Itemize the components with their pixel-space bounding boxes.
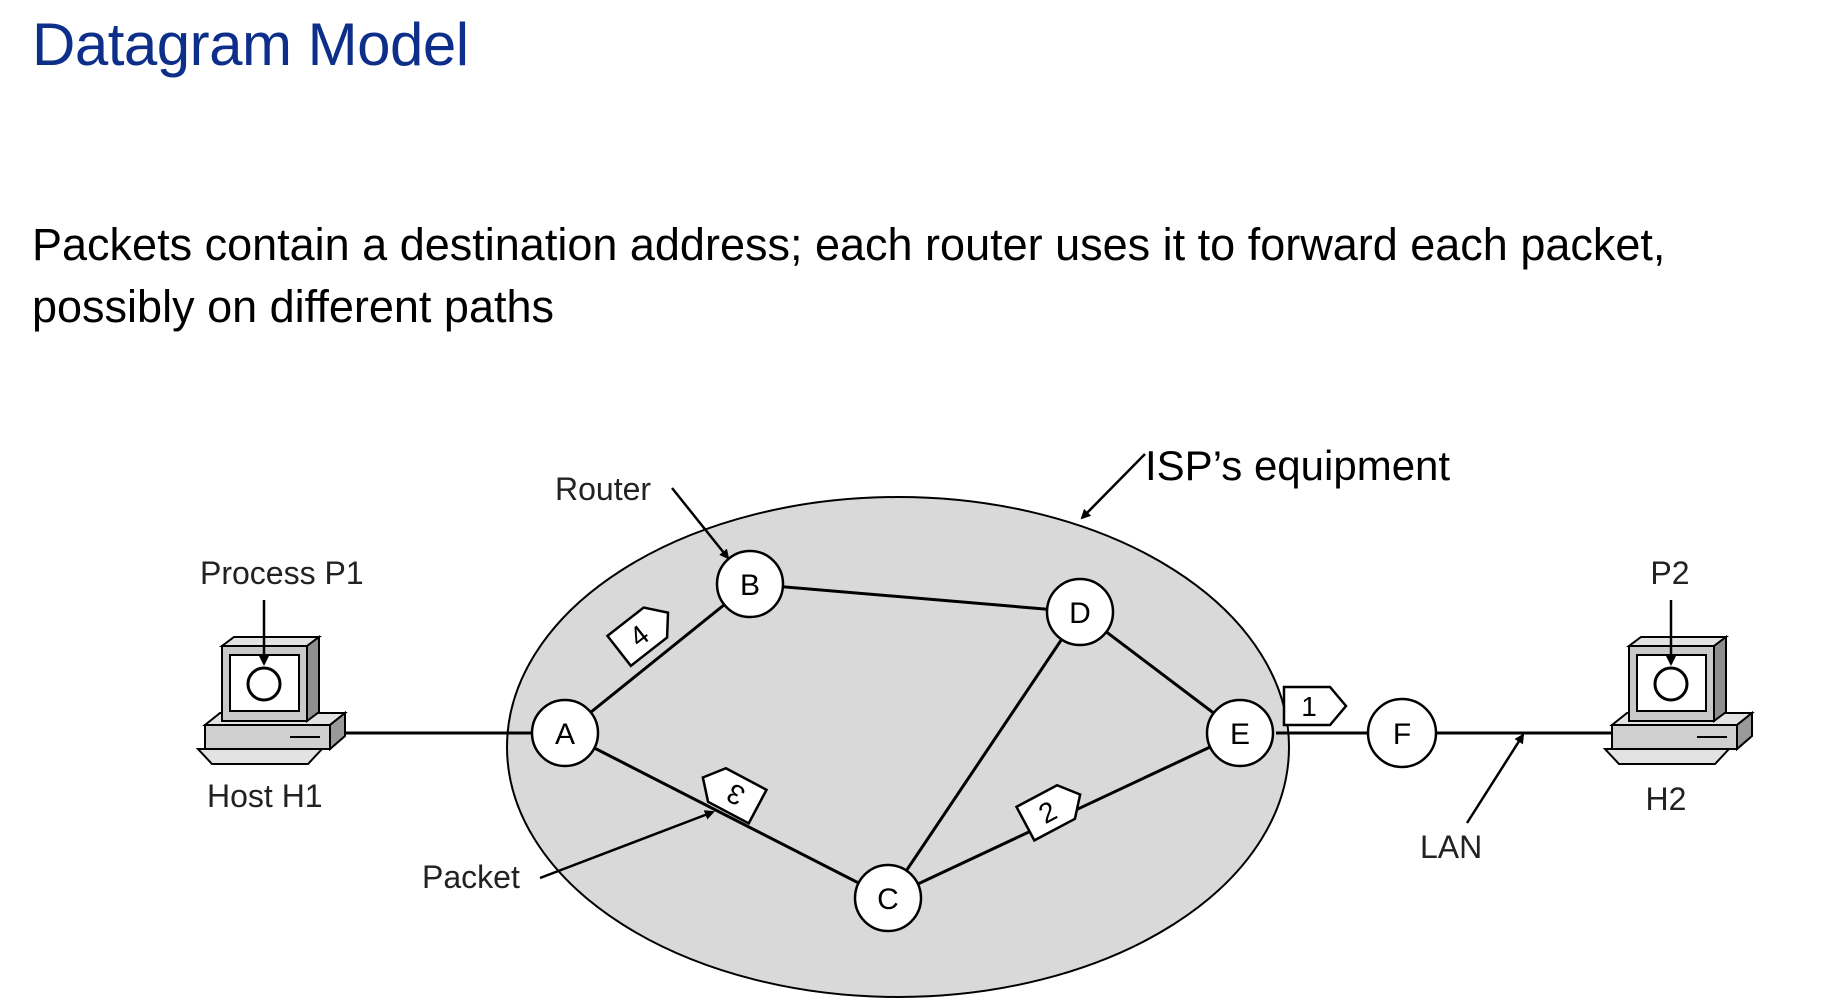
link-a-c <box>564 731 889 900</box>
router-d-label: D <box>1069 597 1091 630</box>
host-h2-label: H2 <box>1646 781 1687 817</box>
lan-callout-label: LAN <box>1420 829 1482 865</box>
router-c-label: C <box>877 883 899 916</box>
link-b-d <box>749 582 1081 614</box>
packet-1-label: 1 <box>1301 691 1317 722</box>
page-title: Datagram Model <box>32 11 469 78</box>
router-f-label: F <box>1393 718 1411 751</box>
router-e-label: E <box>1230 718 1250 751</box>
router-f: F <box>1366 697 1438 769</box>
host-h2-computer <box>1602 635 1755 765</box>
router-b: B <box>715 549 785 619</box>
packet-4: 4 <box>605 606 670 668</box>
lan-callout-arrow <box>1465 733 1525 824</box>
packet-2: 2 <box>1014 783 1082 843</box>
slide-body-text: Packets contain a destination address; e… <box>32 219 1666 332</box>
isp-callout-arrow <box>1080 453 1146 520</box>
router-e: E <box>1205 698 1275 768</box>
process-p2-circle <box>1653 666 1689 702</box>
router-a: A <box>530 698 600 768</box>
process-p1-label: Process P1 <box>200 555 364 591</box>
packet-3: 3 <box>701 766 769 826</box>
host-h1-computer <box>195 635 348 765</box>
router-c: C <box>853 863 923 933</box>
isp-equipment-label: ISP’s equipment <box>1145 442 1450 489</box>
process-p1-circle <box>246 666 282 702</box>
router-a-label: A <box>555 718 575 751</box>
host-h1-label: Host H1 <box>207 778 323 814</box>
process-p2-label: P2 <box>1650 555 1689 591</box>
link-c-d <box>886 611 1082 899</box>
router-callout-label: Router <box>555 471 651 507</box>
router-callout-arrow <box>671 487 730 560</box>
packet-1: 1 <box>1282 685 1348 727</box>
packet-callout-label: Packet <box>422 859 520 895</box>
router-b-label: B <box>740 569 760 602</box>
link-a-b <box>564 582 751 735</box>
packet-callout-arrow <box>539 810 715 880</box>
router-d: D <box>1045 577 1115 647</box>
